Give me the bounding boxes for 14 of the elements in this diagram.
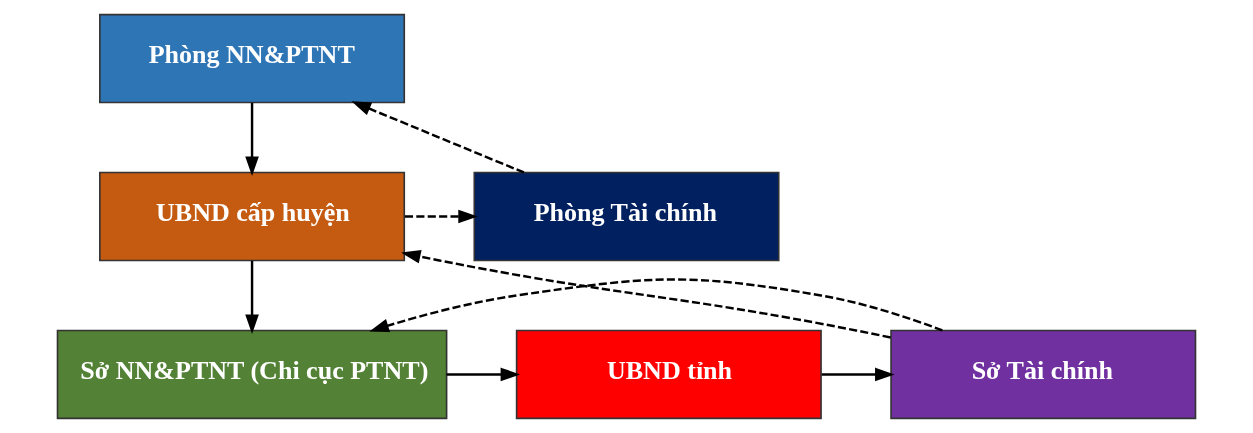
arrow	[245, 102, 259, 177]
arrow	[404, 209, 478, 224]
arrow	[351, 101, 525, 174]
node-box: Phòng Tài chính	[473, 171, 780, 262]
node-box: UBND cấp huyện	[99, 171, 406, 262]
node-box: Sở Tài chính	[890, 329, 1197, 420]
arrow	[401, 249, 891, 339]
node-box: Phòng NN&PTNT	[99, 13, 406, 104]
arrow	[245, 260, 259, 334]
arrow	[369, 278, 943, 333]
node-box: UBND tỉnh	[515, 329, 822, 420]
node-box: Sở NN&PTNT (Chi cục PTNT)	[56, 329, 448, 420]
arrow	[446, 367, 521, 382]
arrow	[821, 367, 895, 382]
